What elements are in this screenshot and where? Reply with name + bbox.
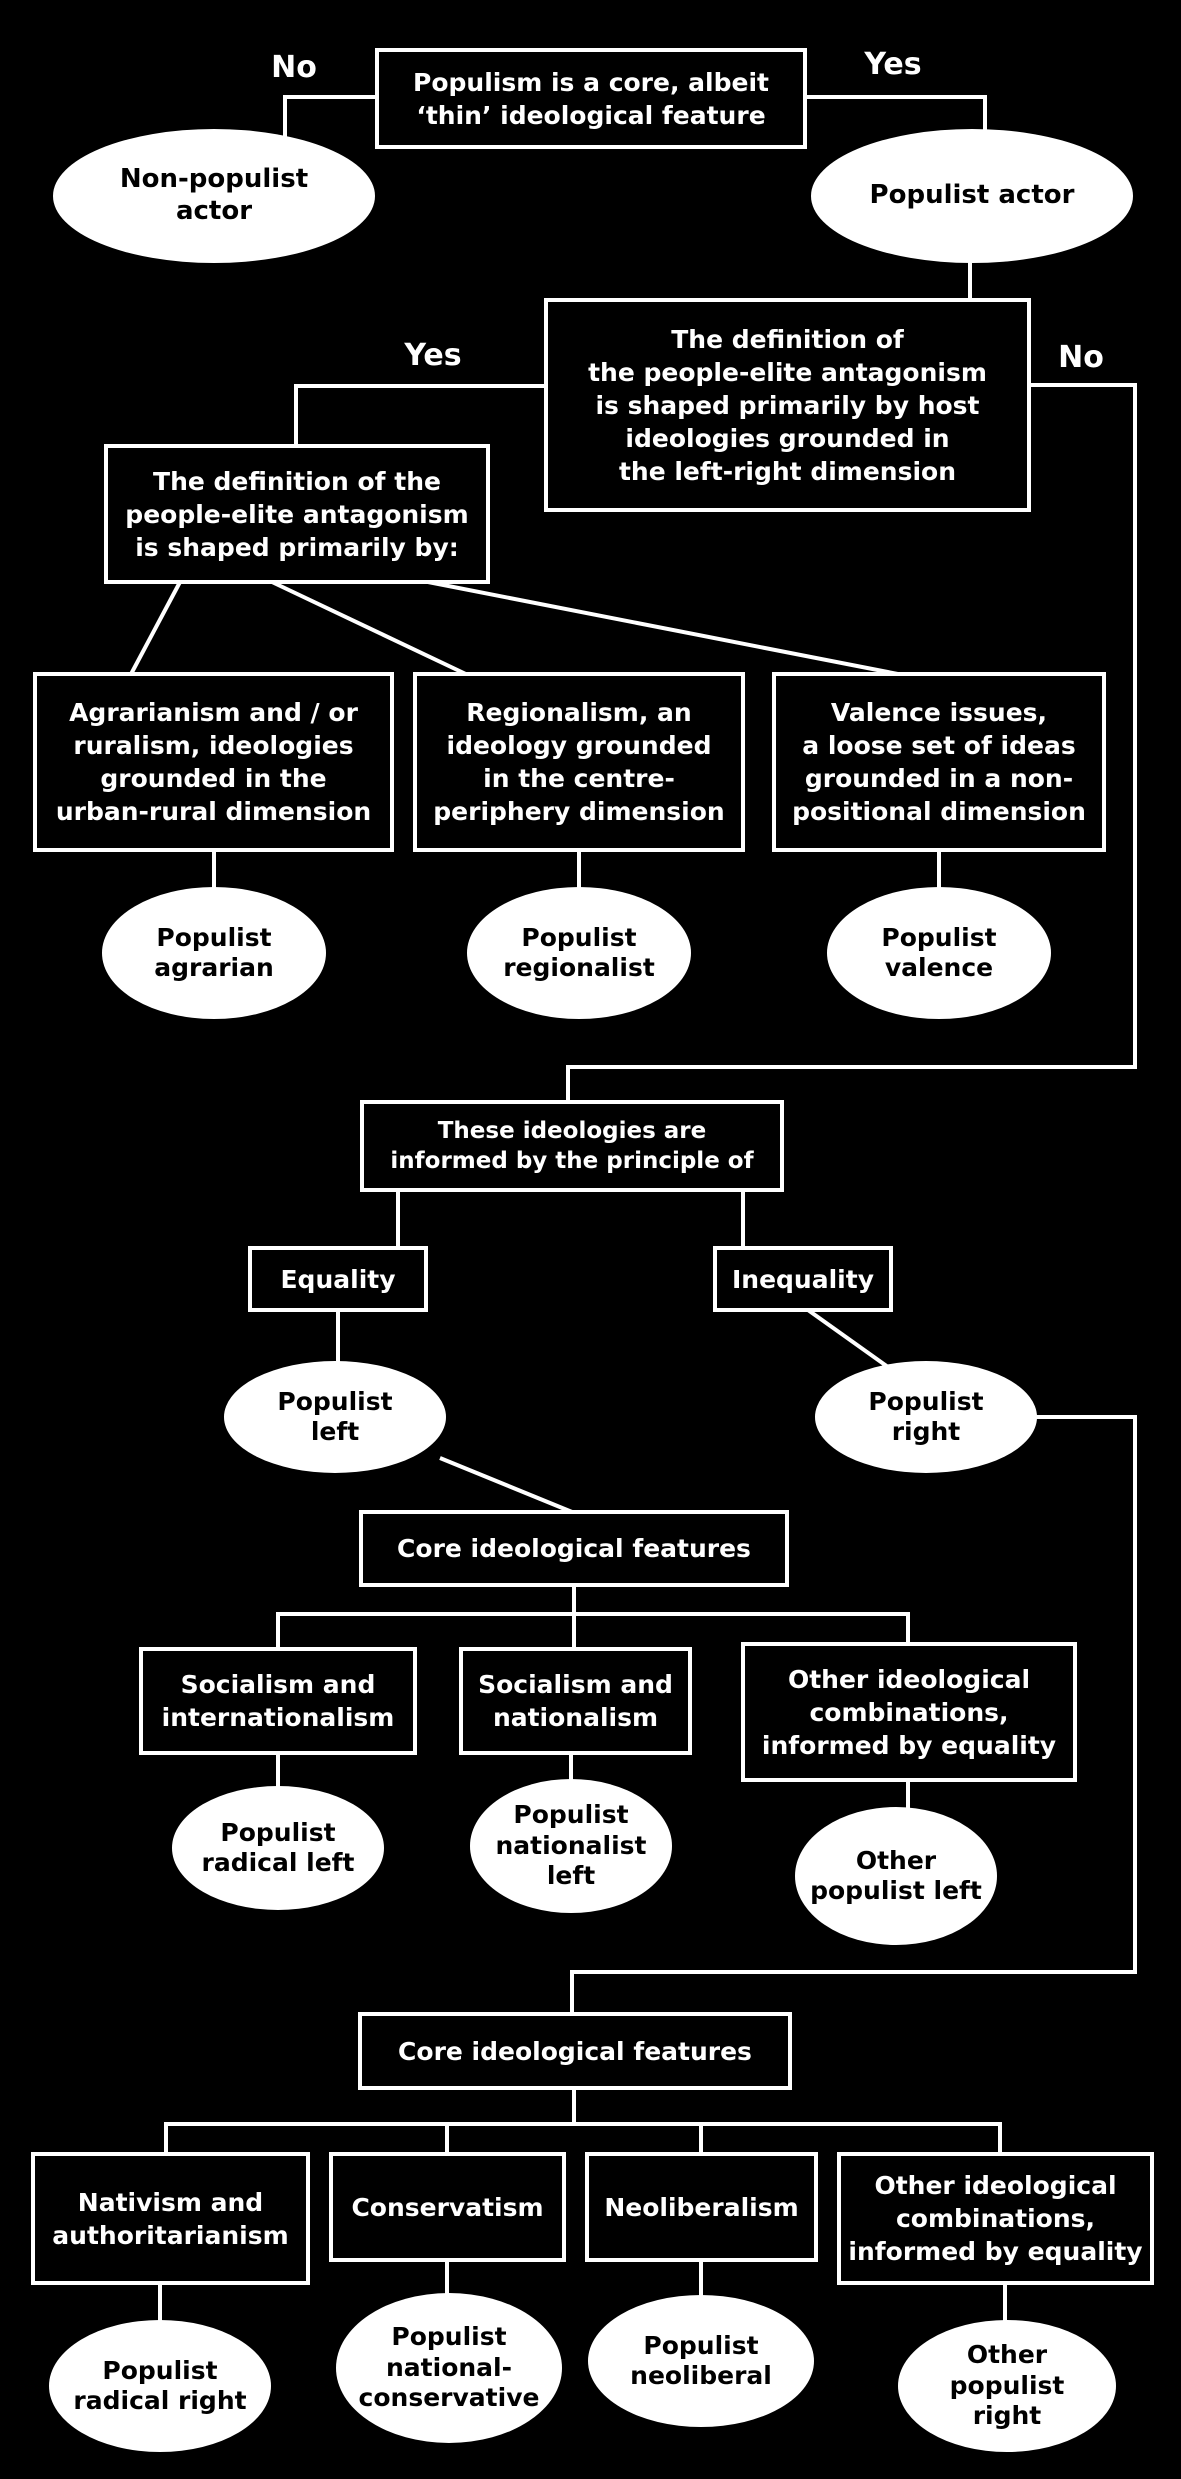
node-socialism-internationalism: Socialism and internationalism [139, 1647, 417, 1755]
node-other-populist-right: Other populist right [898, 2320, 1116, 2452]
node-nativism-authoritarianism: Nativism and authoritarianism [31, 2152, 310, 2285]
node-conservatism: Conservatism [329, 2152, 566, 2262]
node-shaped-primarily-by-question: The definition of the people-elite antag… [104, 444, 490, 584]
node-neoliberalism: Neoliberalism [585, 2152, 818, 2262]
node-populist-agrarian: Populist agrarian [102, 887, 326, 1019]
node-populist-nationalist-left: Populist nationalist left [470, 1779, 672, 1913]
edge-label-no-mid: No [1058, 340, 1104, 375]
edge-label-no-top: No [271, 50, 317, 85]
node-populist-actor: Populist actor [811, 129, 1133, 263]
node-socialism-nationalism: Socialism and nationalism [459, 1647, 692, 1755]
node-other-combinations-right: Other ideological combinations, informed… [837, 2152, 1154, 2285]
node-core-features-left: Core ideological features [359, 1510, 789, 1587]
node-populist-left: Populist left [224, 1361, 446, 1473]
node-populist-national-conservative: Populist national- conservative [336, 2293, 562, 2443]
node-populist-neoliberal: Populist neoliberal [588, 2295, 814, 2427]
node-agrarianism: Agrarianism and / or ruralism, ideologie… [33, 672, 394, 852]
node-core-features-right: Core ideological features [358, 2012, 792, 2090]
node-non-populist-actor: Non-populist actor [53, 129, 375, 263]
node-inequality: Inequality [713, 1246, 893, 1312]
node-principle-question: These ideologies are informed by the pri… [360, 1100, 784, 1192]
node-populist-regionalist: Populist regionalist [467, 887, 691, 1019]
node-valence-issues: Valence issues, a loose set of ideas gro… [772, 672, 1106, 852]
node-populist-radical-left: Populist radical left [172, 1786, 384, 1910]
node-populism-thin-question: Populism is a core, albeit ‘thin’ ideolo… [375, 48, 807, 149]
node-other-combinations-left: Other ideological combinations, informed… [741, 1642, 1077, 1782]
node-equality: Equality [248, 1246, 428, 1312]
connector-group [128, 95, 1137, 2324]
node-populist-right: Populist right [815, 1361, 1037, 1473]
edge-label-yes-mid: Yes [404, 338, 462, 373]
node-populist-valence: Populist valence [827, 887, 1051, 1019]
node-regionalism: Regionalism, an ideology grounded in the… [413, 672, 745, 852]
node-host-ideologies-question: The definition of the people-elite antag… [544, 298, 1031, 512]
node-populist-radical-right: Populist radical right [49, 2320, 271, 2452]
node-other-populist-left: Other populist left [795, 1807, 997, 1945]
edge-label-yes-top: Yes [864, 47, 922, 82]
